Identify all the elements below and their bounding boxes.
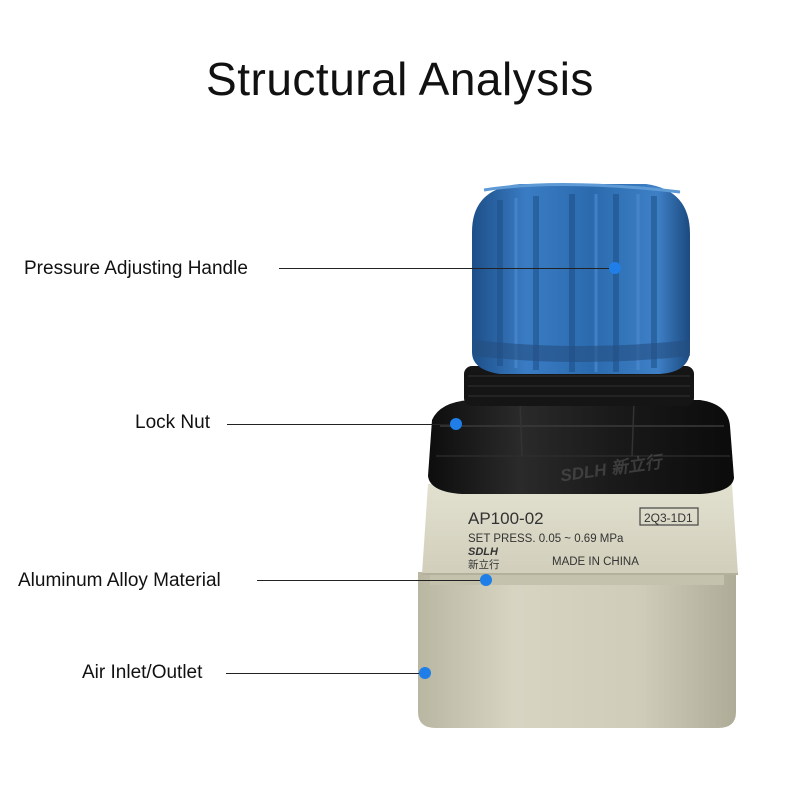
callout-label-aluminum-alloy: Aluminum Alloy Material — [18, 570, 221, 591]
brand-text: SDLH — [468, 546, 499, 558]
code-text: 2Q3-1D1 — [644, 511, 693, 525]
set-press-text: SET PRESS. 0.05 ~ 0.69 MPa — [468, 533, 624, 545]
callout-line-lock-nut — [227, 424, 456, 425]
callout-line-pressure-handle — [279, 268, 613, 269]
brand-cn-text: 新立行 — [468, 558, 500, 571]
callout-dot-pressure-handle — [609, 262, 621, 274]
callout-dot-lock-nut — [450, 418, 462, 430]
callout-line-air-inlet-outlet — [226, 673, 424, 674]
page-title: Structural Analysis — [206, 53, 594, 105]
model-text: AP100-02 — [468, 509, 544, 528]
callout-label-pressure-handle: Pressure Adjusting Handle — [24, 258, 248, 279]
code-badge: 2Q3-1D1 — [639, 507, 699, 526]
made-in-text: MADE IN CHINA — [552, 556, 639, 568]
callout-label-air-inlet-outlet: Air Inlet/Outlet — [82, 662, 203, 683]
callout-dot-aluminum-alloy — [480, 574, 492, 586]
callout-dot-air-inlet-outlet — [419, 667, 431, 679]
callout-label-lock-nut: Lock Nut — [135, 412, 210, 433]
callout-line-aluminum-alloy — [257, 580, 485, 581]
